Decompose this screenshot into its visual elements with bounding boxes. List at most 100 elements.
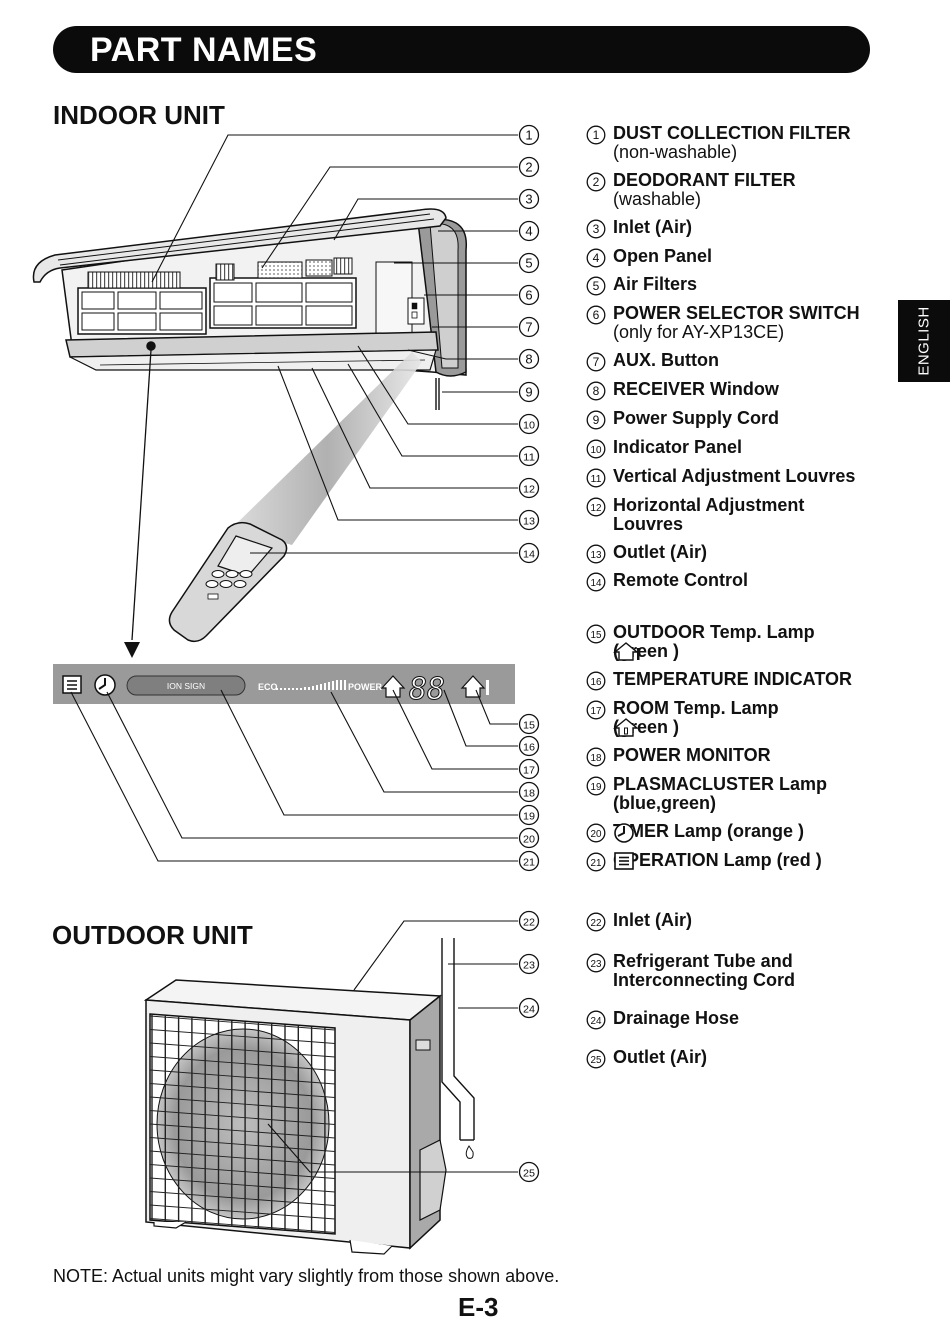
svg-text:19: 19 xyxy=(523,811,535,823)
part-name: OUTDOOR Temp. Lamp xyxy=(613,623,815,642)
part-name-text: TEMPERATURE INDICATOR xyxy=(613,669,853,689)
lamp-icon xyxy=(613,641,673,661)
circled-number-icon: 20 xyxy=(586,823,606,843)
diagram-callout-18: 18 xyxy=(518,781,540,803)
diagram-callout-1: 1 xyxy=(518,124,540,146)
diagram-callout-11: 11 xyxy=(518,445,540,467)
part-name: Inlet (Air) xyxy=(613,218,692,237)
part-name-text: Indicator Panel xyxy=(613,437,743,457)
ion-sign-label: ION SIGN xyxy=(167,681,205,691)
diagram-callout-6: 6 xyxy=(518,284,540,306)
diagram-callout-16: 16 xyxy=(518,735,540,757)
svg-text:18: 18 xyxy=(523,788,535,800)
svg-text:11: 11 xyxy=(591,474,602,485)
part-number: 3 xyxy=(586,219,606,239)
svg-text:19: 19 xyxy=(591,782,602,793)
diagram-callout-3: 3 xyxy=(518,188,540,210)
svg-text:6: 6 xyxy=(593,308,600,322)
diagram-callout-4: 4 xyxy=(518,220,540,242)
part-name-text: OUTDOOR Temp. Lamp xyxy=(613,622,815,642)
circled-number-icon: 15 xyxy=(586,624,606,644)
timer-icon xyxy=(614,823,634,843)
svg-text:15: 15 xyxy=(591,630,602,641)
part-number: 9 xyxy=(586,410,606,430)
svg-text:24: 24 xyxy=(523,1004,535,1016)
indoor-unit-heading: INDOOR UNIT xyxy=(53,100,225,130)
svg-text:24: 24 xyxy=(591,1016,602,1027)
part-number: 17 xyxy=(586,700,606,720)
outdoor-unit-illustration xyxy=(143,938,475,1255)
part-name: AUX. Button xyxy=(613,351,719,370)
circled-number-icon: 9 xyxy=(586,410,606,430)
svg-text:17: 17 xyxy=(523,765,535,777)
temperature-digits: 88 xyxy=(409,672,445,707)
part-name-text: Outlet (Air) xyxy=(613,1047,707,1067)
part-name: POWER MONITOR xyxy=(613,746,771,765)
part-subtext-end: ) xyxy=(673,641,680,661)
part-name-text: ROOM Temp. Lamp xyxy=(613,698,779,718)
svg-text:5: 5 xyxy=(593,279,600,293)
part-name: Indicator Panel xyxy=(613,438,742,457)
part-name: Vertical Adjustment Louvres xyxy=(613,467,855,486)
svg-text:7: 7 xyxy=(525,320,532,335)
lamp-icon xyxy=(614,821,798,843)
part-name-text: POWER MONITOR xyxy=(613,745,771,765)
svg-text:21: 21 xyxy=(591,858,602,869)
operation-icon xyxy=(614,852,634,870)
part-name: DEODORANT FILTER xyxy=(613,171,796,190)
circled-number-icon: 14 xyxy=(586,572,606,592)
part-name-text: Air Filters xyxy=(613,274,698,294)
page-title-banner: PART NAMES xyxy=(53,26,870,73)
part-name-text: TIMER Lamp (orange xyxy=(613,821,794,841)
note-text: NOTE: Actual units might vary slightly f… xyxy=(53,1266,560,1286)
part-name: Inlet (Air) xyxy=(613,911,692,930)
part-number: 5 xyxy=(586,276,606,296)
circled-number-icon: 22 xyxy=(586,912,606,932)
svg-text:18: 18 xyxy=(591,753,602,764)
part-name: Open Panel xyxy=(613,247,712,266)
part-name-text: Drainage Hose xyxy=(613,1008,740,1028)
part-subtext: (blue,green) xyxy=(613,794,716,813)
part-name-end: ) xyxy=(815,850,822,870)
diagram-callout-2: 2 xyxy=(518,156,540,178)
part-subtext-text: Interconnecting Cord xyxy=(613,970,796,990)
part-name: Outlet (Air) xyxy=(613,1048,707,1067)
part-name: Horizontal Adjustment xyxy=(613,496,804,515)
diagram-callout-22: 22 xyxy=(518,910,540,932)
circled-number-icon: 21 xyxy=(586,852,606,872)
svg-text:20: 20 xyxy=(591,829,602,840)
svg-text:6: 6 xyxy=(525,288,532,303)
part-number: 23 xyxy=(586,953,606,973)
svg-text:9: 9 xyxy=(593,413,600,427)
part-number: 4 xyxy=(586,248,606,268)
part-number: 10 xyxy=(586,439,606,459)
part-name-text: Open Panel xyxy=(613,246,713,266)
svg-text:14: 14 xyxy=(591,578,602,589)
part-subtext-text: Louvres xyxy=(613,514,684,534)
diagram-callout-5: 5 xyxy=(518,252,540,274)
part-subtext-text: (only for AY-XP13CE) xyxy=(613,322,785,342)
part-subtext: (washable) xyxy=(613,190,701,209)
part-name: Outlet (Air) xyxy=(613,543,707,562)
part-number: 6 xyxy=(586,305,606,325)
part-name: DUST COLLECTION FILTER xyxy=(613,124,851,143)
part-name: Drainage Hose xyxy=(613,1009,739,1028)
circled-number-icon: 16 xyxy=(586,671,606,691)
svg-text:10: 10 xyxy=(523,420,535,432)
part-subtext-end: ) xyxy=(673,717,680,737)
svg-text:16: 16 xyxy=(523,742,535,754)
svg-text:20: 20 xyxy=(523,834,535,846)
svg-text:12: 12 xyxy=(591,503,602,514)
svg-text:16: 16 xyxy=(591,677,602,688)
svg-text:8: 8 xyxy=(525,352,532,367)
indoor-leader-lines xyxy=(151,134,518,554)
part-name: Power Supply Cord xyxy=(613,409,779,428)
circled-number-icon: 12 xyxy=(586,497,606,517)
svg-text:25: 25 xyxy=(523,1168,535,1180)
part-name: OPERATION Lamp (red ) xyxy=(613,851,822,870)
part-number: 15 xyxy=(586,624,606,644)
part-name-text: Inlet (Air) xyxy=(613,910,692,930)
part-name-text: POWER SELECTOR SWITCH xyxy=(613,303,860,323)
svg-text:3: 3 xyxy=(525,192,532,207)
circled-number-icon: 10 xyxy=(586,439,606,459)
